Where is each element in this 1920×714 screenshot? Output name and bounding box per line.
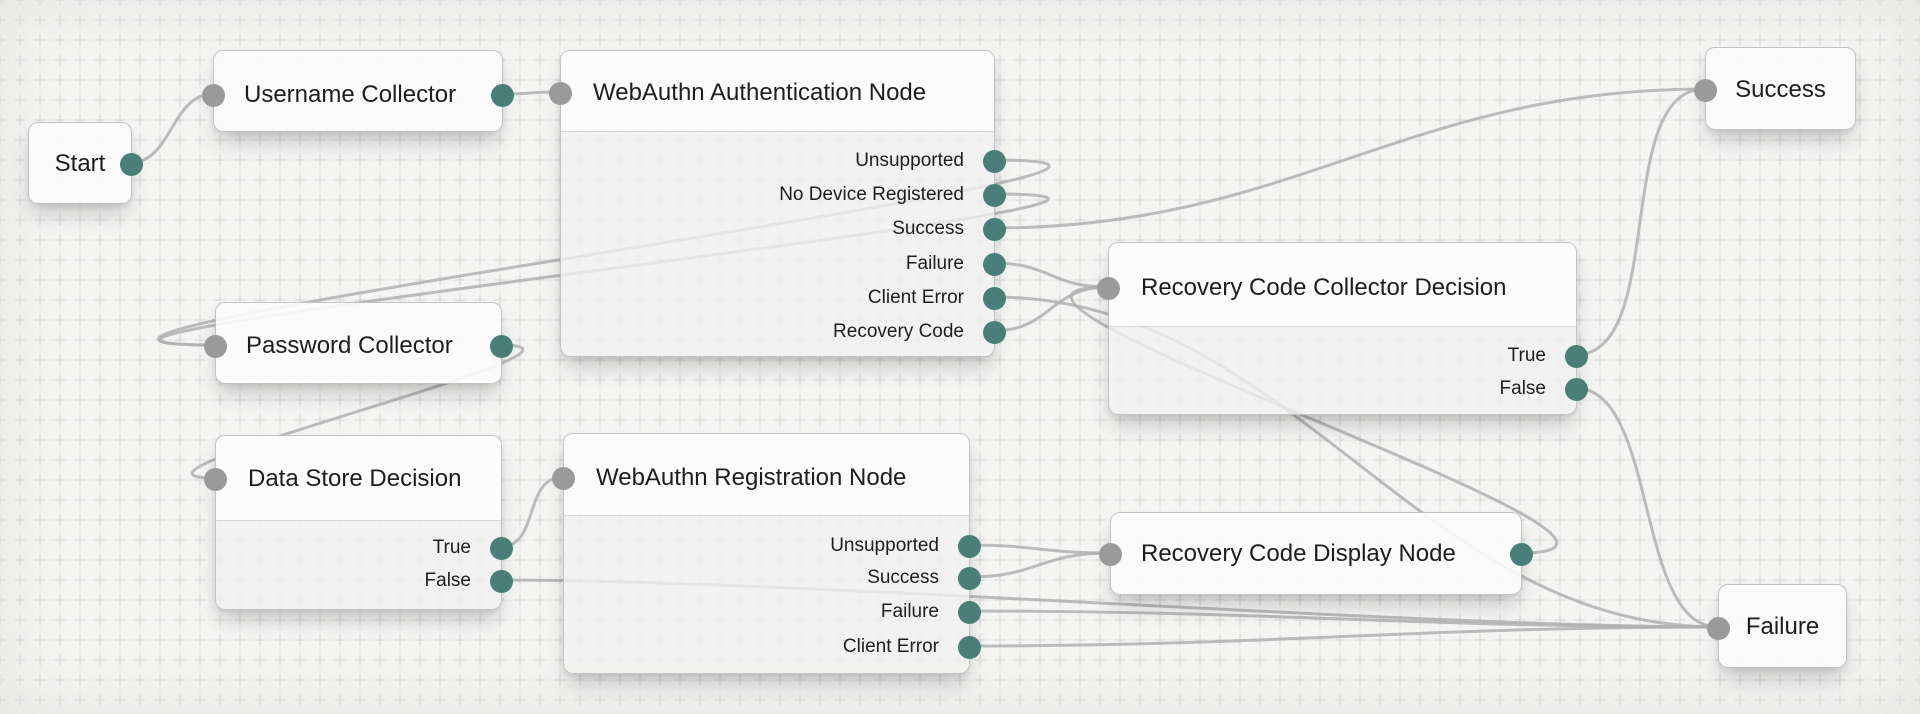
node-title: WebAuthn Authentication Node (593, 79, 927, 106)
output-connector[interactable] (491, 83, 514, 107)
input-connector[interactable] (549, 81, 572, 105)
output-connector[interactable] (120, 152, 143, 176)
edge-recovery-code-collector-decision-false-to-failure (1573, 386, 1720, 629)
outcome-label-false: False (1499, 378, 1546, 399)
outcome-label-failure: Failure (905, 253, 964, 274)
output-connector-no-device-registered[interactable] (983, 183, 1006, 207)
output-connector[interactable] (490, 334, 513, 358)
edge-webauthn-registration-client-error-to-failure (966, 625, 1720, 648)
outcome-label-unsupported: Unsupported (830, 535, 939, 556)
output-connector-success[interactable] (983, 217, 1006, 241)
output-connector-recovery-code[interactable] (983, 320, 1006, 344)
node-title: Data Store Decision (248, 465, 462, 492)
output-connector-failure[interactable] (958, 600, 981, 624)
output-connector[interactable] (1510, 542, 1533, 566)
outcome-label-true: True (1507, 345, 1546, 366)
outcome-label-recovery-code: Recovery Code (833, 321, 964, 342)
output-connector-failure[interactable] (983, 252, 1006, 276)
input-connector[interactable] (202, 83, 225, 107)
input-connector[interactable] (204, 334, 227, 358)
input-connector[interactable] (1097, 276, 1120, 300)
node-title: Username Collector (244, 81, 457, 108)
edge-webauthn-registration-failure-to-failure (966, 609, 1720, 629)
node-title: Recovery Code Display Node (1141, 540, 1456, 567)
edge-webauthn-authentication-failure-to-recovery-code-collector-decision (991, 261, 1110, 289)
outcome-label-no-device-registered: No Device Registered (779, 184, 964, 205)
output-connector-client-error[interactable] (958, 635, 981, 659)
output-connector-true[interactable] (1565, 344, 1588, 368)
edge-webauthn-authentication-success-to-success (991, 87, 1707, 230)
node-start[interactable]: Start (28, 122, 143, 204)
input-connector[interactable] (1099, 542, 1122, 566)
edge-password-collector-to-data-store-decision (190, 343, 525, 480)
input-connector[interactable] (1707, 616, 1730, 640)
node-title: Start (54, 150, 106, 177)
node-title: WebAuthn Registration Node (596, 464, 907, 491)
output-connector-false[interactable] (1565, 377, 1588, 401)
node-title: Recovery Code Collector Decision (1141, 274, 1507, 301)
node-recovery-code-display[interactable]: Recovery Code Display Node (1099, 512, 1533, 595)
outcome-label-success: Success (892, 218, 964, 239)
node-success[interactable]: Success (1694, 47, 1856, 130)
node-failure[interactable]: Failure (1707, 584, 1847, 668)
output-connector-success[interactable] (958, 566, 981, 590)
node-title: Password Collector (246, 332, 453, 359)
node-header (216, 436, 501, 521)
node-title: Success (1735, 75, 1826, 103)
output-connector-true[interactable] (490, 536, 513, 560)
outcome-label-client-error: Client Error (842, 636, 939, 657)
edge-recovery-code-display-to-recovery-code-collector-decision (1069, 285, 1559, 555)
input-connector[interactable] (1694, 78, 1717, 102)
edge-start-to-username-collector (128, 92, 215, 165)
output-connector-client-error[interactable] (983, 286, 1006, 310)
outcome-label-success: Success (867, 567, 939, 588)
edge-recovery-code-collector-decision-true-to-success (1573, 87, 1707, 357)
input-connector[interactable] (552, 466, 575, 490)
input-connector[interactable] (204, 467, 227, 491)
node-header (564, 434, 969, 516)
node-username-collector[interactable]: Username Collector (202, 50, 514, 132)
node-header (561, 51, 994, 132)
output-connector-unsupported[interactable] (983, 149, 1006, 173)
output-connector-unsupported[interactable] (958, 534, 981, 558)
node-password-collector[interactable]: Password Collector (204, 302, 513, 384)
edge-webauthn-registration-success-to-recovery-code-display (966, 551, 1112, 579)
node-header (1109, 243, 1576, 327)
outcome-label-true: True (432, 537, 471, 558)
outcome-label-unsupported: Unsupported (855, 150, 964, 171)
node-title: Failure (1745, 613, 1820, 640)
outcome-label-failure: Failure (880, 601, 939, 622)
output-connector-false[interactable] (490, 569, 513, 593)
outcome-label-client-error: Client Error (867, 287, 964, 308)
outcome-label-false: False (424, 570, 471, 591)
